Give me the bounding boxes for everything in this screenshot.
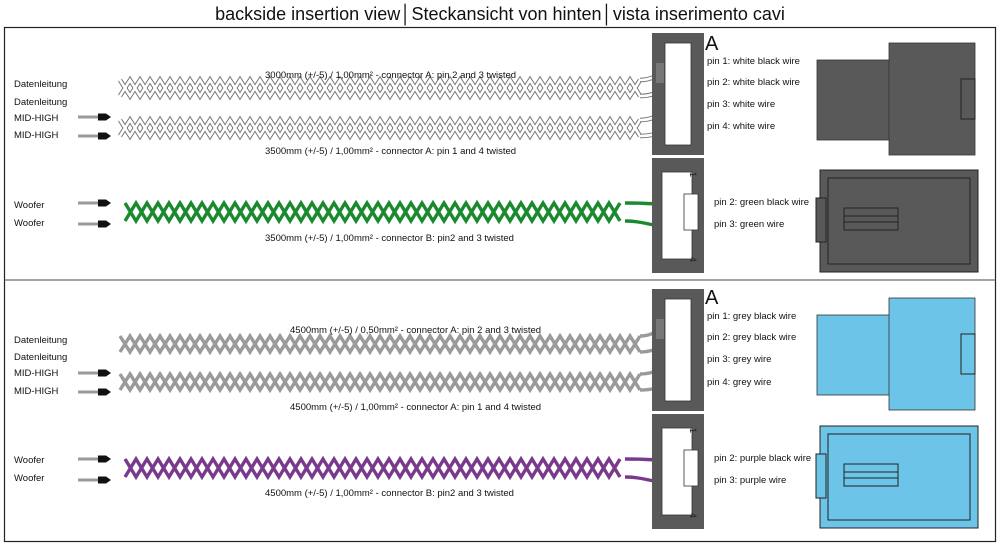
plug-s2-1 — [98, 199, 106, 207]
wire-strand — [118, 117, 642, 139]
plug-s3-1-tip — [106, 369, 111, 377]
side-view-bottom-s2-pin-b — [843, 215, 899, 231]
label-datenleitung-1: Datenleitung — [14, 79, 68, 90]
plug-s2-1-tip — [106, 199, 111, 207]
wire-strand — [118, 332, 642, 356]
side-view-bottom-s2-body — [819, 169, 979, 273]
caption-s4-bottom: 4500mm (+/-5) / 1,00mm² - connector B: p… — [265, 488, 514, 499]
caption-s3-bottom: 4500mm (+/-5) / 1,00mm² - connector A: p… — [290, 402, 542, 413]
pin-label: pin 3: green wire — [714, 219, 785, 230]
label-mid-high-2: MID-HIGH — [14, 130, 59, 141]
label-woofer-3: Woofer — [14, 455, 45, 466]
plug-s4-1-tip — [106, 455, 111, 463]
connector-a-s3-latch — [656, 319, 664, 339]
pin-label: pin 4: white wire — [707, 121, 776, 132]
pin-label: pin 4: grey wire — [707, 377, 772, 388]
label-woofer-4: Woofer — [14, 473, 45, 484]
twisted-pair-s3-top — [118, 332, 642, 356]
side-view-bottom-s2-clip — [815, 197, 827, 243]
side-view-top-s3-tab — [960, 333, 976, 375]
side-view-top-s3-body — [816, 314, 894, 396]
plug-s3-1 — [98, 369, 106, 377]
outer-frame — [3, 26, 997, 543]
twisted-pair-s1-top — [118, 75, 642, 101]
connector-b-s4-num-4: 4 — [688, 513, 698, 518]
pin-label: pin 2: purple black wire — [714, 453, 812, 464]
connector-b-s2-num-4: 4 — [688, 257, 698, 262]
side-view-bottom-s4-pin-a — [843, 463, 899, 479]
plug-s1-1-tip — [106, 113, 111, 121]
plug-s4-1 — [98, 455, 106, 463]
twisted-pair-s2 — [123, 199, 622, 225]
connector-a-s3-slot — [664, 298, 692, 402]
pin-label: pin 3: white wire — [707, 99, 776, 110]
label-datenleitung-3: Datenleitung — [14, 335, 68, 346]
label-datenleitung-4: Datenleitung — [14, 352, 68, 363]
side-view-bottom-s4-pin-b — [843, 471, 899, 487]
label-woofer-1: Woofer — [14, 200, 45, 211]
wire-strand — [118, 77, 642, 99]
caption-s1-bottom: 3500mm (+/-5) / 1,00mm² - connector A: p… — [265, 146, 517, 157]
pin-label: pin 2: white black wire — [707, 77, 800, 88]
side-view-top-s1-body — [816, 59, 894, 141]
connector-a-s1-slot — [664, 42, 692, 146]
side-view-bottom-s2-pin-a — [843, 207, 899, 223]
connector-b-s4-num-1: 1 — [688, 428, 698, 433]
pin-label: pin 2: grey black wire — [707, 332, 797, 343]
wire-strand — [118, 77, 642, 99]
label-mid-high-4: MID-HIGH — [14, 386, 59, 397]
plug-s1-2 — [98, 132, 106, 140]
twisted-pair-s4 — [123, 455, 622, 481]
side-view-top-s1-tab — [960, 78, 976, 120]
plug-s1-1 — [98, 113, 106, 121]
label-datenleitung-2: Datenleitung — [14, 97, 68, 108]
label-mid-high-1: MID-HIGH — [14, 113, 59, 124]
wire-strand — [118, 332, 642, 356]
wire-strand — [118, 117, 642, 139]
diagram-title-text: backside insertion view│Steckansicht von… — [215, 4, 785, 24]
connector-letter-a-1: A — [705, 33, 719, 55]
side-view-bottom-s2-inner — [827, 177, 971, 265]
pin-label: pin 3: purple wire — [714, 475, 787, 486]
pin-label: pin 1: white black wire — [707, 56, 800, 67]
plug-s2-2-tip — [106, 220, 111, 228]
wire-strand — [118, 370, 642, 394]
twisted-pair-s1-bottom — [118, 115, 642, 141]
wire-strand — [118, 370, 642, 394]
twisted-pair-s3-bottom — [118, 370, 642, 394]
diagram-title: backside insertion view│Steckansicht von… — [0, 4, 1000, 25]
plug-s3-2-tip — [106, 388, 111, 396]
caption-s1-top: 3000mm (+/-5) / 1,00mm² - connector A: p… — [265, 70, 517, 81]
wire-strand — [123, 199, 622, 225]
caption-s3-top: 4500mm (+/-5) / 0,50mm² - connector A: p… — [290, 325, 542, 336]
plug-s2-2 — [98, 220, 106, 228]
connector-letter-a-2: A — [705, 287, 719, 309]
caption-s2-bottom: 3500mm (+/-5) / 1,00mm² - connector B: p… — [265, 233, 514, 244]
plug-s1-2-tip — [106, 132, 111, 140]
pin-label: pin 2: green black wire — [714, 197, 810, 208]
connector-b-s2-pins — [683, 193, 699, 231]
connector-b-s2-num-1: 1 — [688, 172, 698, 177]
plug-s4-2-tip — [106, 476, 111, 484]
pin-label: pin 3: grey wire — [707, 354, 772, 365]
plug-s3-2 — [98, 388, 106, 396]
connector-b-s4-pins — [683, 449, 699, 487]
connector-a-s1-latch — [656, 63, 664, 83]
label-mid-high-3: MID-HIGH — [14, 368, 59, 379]
wire-strand — [123, 455, 622, 481]
label-woofer-2: Woofer — [14, 218, 45, 229]
pin-label: pin 1: grey black wire — [707, 311, 797, 322]
plug-s4-2 — [98, 476, 106, 484]
side-view-bottom-s4-inner — [827, 433, 971, 521]
side-view-bottom-s4-clip — [815, 453, 827, 499]
